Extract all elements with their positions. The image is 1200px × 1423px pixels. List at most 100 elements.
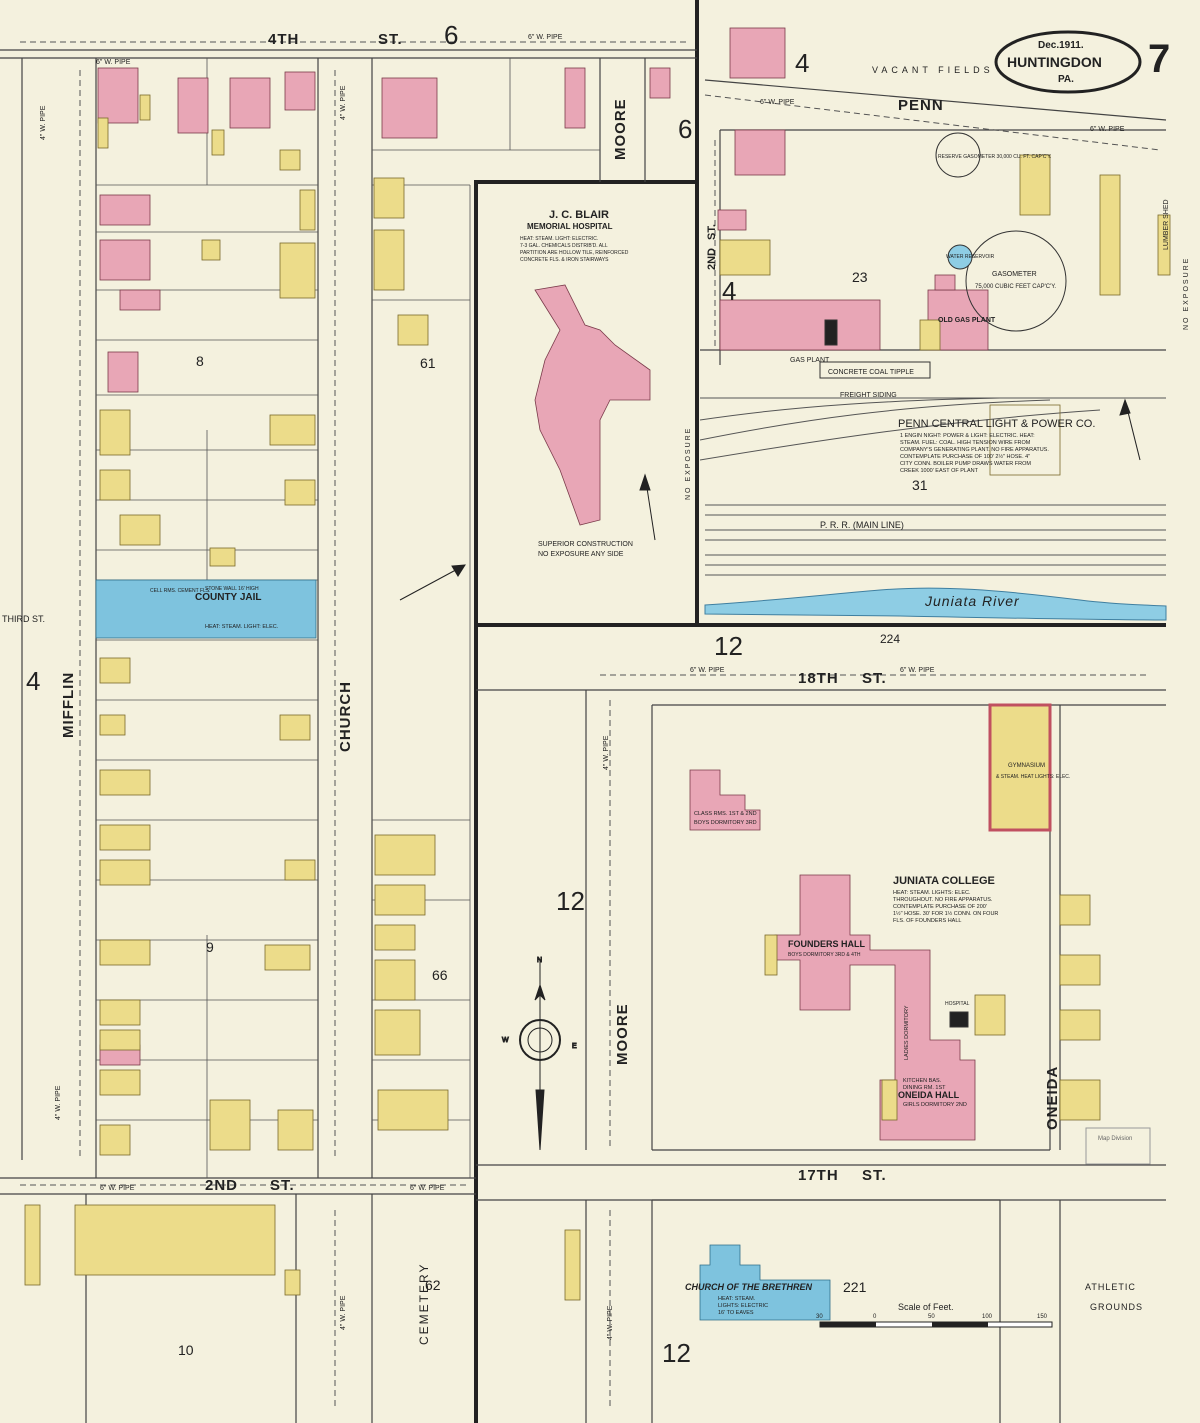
- title-state: PA.: [1058, 74, 1074, 85]
- frame-buildings: [24, 94, 1171, 1301]
- college-note-3: CONTEMPLATE PURCHASE OF 200': [893, 904, 987, 910]
- hospital-note-4: CONCRETE FLS. & IRON STAIRWAYS: [520, 257, 609, 263]
- hospital-footer-1: SUPERIOR CONSTRUCTION: [538, 541, 633, 548]
- street-label-17th-st: ST.: [862, 1167, 887, 1184]
- pipe-label-4th-right: 6" W. PIPE: [528, 34, 563, 41]
- compass-w: W: [502, 1037, 509, 1044]
- pipe-label-penn-right: 6" W. PIPE: [1090, 126, 1125, 133]
- hospital-footer-2: NO EXPOSURE ANY SIDE: [538, 551, 624, 558]
- pipe-label-2nd-right: 6" W. PIPE: [410, 1185, 445, 1192]
- street-label-18th-st: ST.: [862, 670, 887, 687]
- church-note-3: 16' TO EAVES: [718, 1310, 754, 1316]
- sheet-borders: [474, 0, 1166, 1423]
- college-note-2: THROUGHOUT. NO FIRE APPARATUS.: [893, 897, 993, 903]
- sheet-ref-6a: 6: [444, 20, 458, 50]
- railroad-tracks: [699, 397, 1166, 576]
- power-co-note-5: CITY CONN. BOILER PUMP DRAWS WATER FROM: [900, 461, 1031, 467]
- hospital-note-1: HEAT: STEAM. LIGHT: ELECTRIC.: [520, 236, 598, 242]
- church-note-1: HEAT: STEAM.: [718, 1296, 756, 1302]
- oneida-sub-3: GIRLS DORMITORY 2ND: [903, 1102, 967, 1108]
- block-number-9: 9: [206, 939, 214, 955]
- stone-buildings: [95, 579, 831, 1321]
- founders-hall-sub: BOYS DORMITORY 3RD & 4TH: [788, 952, 861, 958]
- scale-tick-2: 0: [873, 1314, 877, 1320]
- stamp-text: Map Division: [1098, 1136, 1132, 1142]
- founders-hall-building: [774, 874, 976, 1141]
- lumber-shed-label: LUMBER SHED: [1163, 199, 1170, 250]
- founders-hall-label: FOUNDERS HALL: [788, 939, 865, 949]
- street-label-oneida: ONEIDA: [1044, 1066, 1061, 1130]
- hospital-name-1: J. C. BLAIR: [549, 209, 609, 221]
- street-label-moore-top: MOORE: [612, 98, 629, 160]
- power-co-note-3: COMPANY'S GENERATING PLANT. NO FIRE APPA…: [900, 447, 1049, 453]
- block-number-221: 221: [843, 1279, 867, 1295]
- title-city: HUNTINGDON: [1007, 54, 1102, 70]
- athletic-grounds-label-2: GROUNDS: [1090, 1302, 1143, 1312]
- church-of-the-brethren-building: [699, 1244, 831, 1321]
- block-number-8: 8: [196, 353, 204, 369]
- pipe-label-18th: 6" W. PIPE: [690, 667, 725, 674]
- no-exposure-hospital-label: NO EXPOSURE: [685, 427, 692, 500]
- gas-plant-structures: [819, 132, 1067, 1028]
- pipe-label-church-top: 4" W. PIPE: [340, 85, 347, 120]
- gas-plant-label: GAS PLANT: [790, 357, 830, 364]
- church-name-label: CHURCH OF THE BRETHREN: [685, 1282, 812, 1292]
- ladies-dormitory-label: LADIES DORMITORY: [904, 1005, 910, 1060]
- scale-tick-3: 50: [928, 1314, 935, 1320]
- street-label-cemetery: CEMETERY: [417, 1263, 431, 1345]
- block-number-62: 62: [425, 1277, 441, 1293]
- sheet-ref-12c: 12: [662, 1338, 691, 1368]
- water-reservoir-label: WATER RESERVOIR: [946, 254, 995, 260]
- pipe-label-penn: 6" W. PIPE: [760, 99, 795, 106]
- sheet-ref-4c: 4: [26, 666, 40, 696]
- power-co-note-6: CREEK 1000' EAST OF PLANT: [900, 468, 979, 474]
- gymnasium-note: & STEAM. HEAT LIGHTS: ELEC.: [996, 774, 1070, 780]
- hospital-note-2: 7-3 GAL. CHEMICALS DISTRIB'D. ALL: [520, 243, 608, 249]
- pipe-label-18th-right: 6" W. PIPE: [900, 667, 935, 674]
- county-jail-label: COUNTY JAIL: [195, 592, 262, 603]
- sheet-ref-4a: 4: [795, 48, 809, 78]
- scale-tick-1: 30: [816, 1314, 823, 1320]
- hospital-note-3: PARTITION ARE HOLLOW TILE, REINFORCED: [520, 250, 629, 256]
- college-note-4: 1½" HOSE. 30' FOR 1½ CONN. ON FOUR: [893, 910, 998, 917]
- county-jail-building: [95, 579, 317, 639]
- main-line-label: P. R. R. (MAIN LINE): [820, 520, 904, 530]
- street-label-2nd: 2ND: [205, 1177, 238, 1194]
- map-division-stamp: Map Division: [1085, 1127, 1151, 1165]
- power-co-note-1: 1 ENGIN NIGHT: POWER & LIGHT: ELECTRIC. …: [900, 433, 1035, 439]
- boys-dormitory-label: BOYS DORMITORY 3RD: [694, 820, 757, 826]
- block-number-224: 224: [880, 632, 900, 646]
- pipe-label-top: 6" W. PIPE: [96, 59, 131, 66]
- block-number-10: 10: [178, 1342, 194, 1358]
- block-number-66: 66: [432, 967, 448, 983]
- street-label-4th: 4TH: [268, 31, 299, 48]
- labels: 4TH ST. 6 6 4 4 4 12 12 12 PENN MOORE MO…: [2, 20, 1190, 1368]
- college-note-5: FLS. OF FOUNDERS HALL: [893, 918, 961, 924]
- oneida-sub-2: DINING RM. 1ST: [903, 1085, 946, 1091]
- street-label-2nd-vertical-st: ST.: [706, 224, 718, 240]
- church-note-2: LIGHTS: ELECTRIC: [718, 1303, 768, 1309]
- old-gas-plant-label: OLD GAS PLANT: [938, 317, 996, 324]
- pipe-label-mifflin-top: 4" W. PIPE: [40, 105, 47, 140]
- jail-note-1: HEAT: STEAM. LIGHT: ELEC.: [205, 624, 279, 630]
- water-pipes: [20, 41, 1161, 1410]
- vacant-fields-label: VACANT FIELDS: [872, 65, 994, 75]
- class-rooms-label: CLASS RMS. 1ST & 2ND: [694, 811, 757, 817]
- street-label-17th: 17TH: [798, 1167, 839, 1184]
- jail-note-2: STONE WALL 16' HIGH: [205, 586, 259, 592]
- power-company-name: PENN CENTRAL LIGHT & POWER CO.: [898, 418, 1095, 430]
- power-co-note-4: CONTEMPLATE PURCHASE OF 100' 2½" HOSE. 4…: [900, 453, 1030, 460]
- gasometer-label: GASOMETER: [992, 271, 1037, 278]
- juniata-river: [704, 587, 1167, 621]
- scale-tick-4: 100: [982, 1314, 993, 1320]
- athletic-grounds-label-1: ATHLETIC: [1085, 1282, 1136, 1292]
- scale-label: Scale of Feet.: [898, 1302, 954, 1312]
- scale-tick-5: 150: [1037, 1314, 1048, 1320]
- juniata-college-name: JUNIATA COLLEGE: [893, 875, 995, 887]
- title-date: Dec.1911.: [1038, 40, 1084, 51]
- class-rooms-building: [689, 769, 761, 831]
- street-label-moore-bottom: MOORE: [614, 1003, 631, 1065]
- north-arrows: [399, 398, 1141, 601]
